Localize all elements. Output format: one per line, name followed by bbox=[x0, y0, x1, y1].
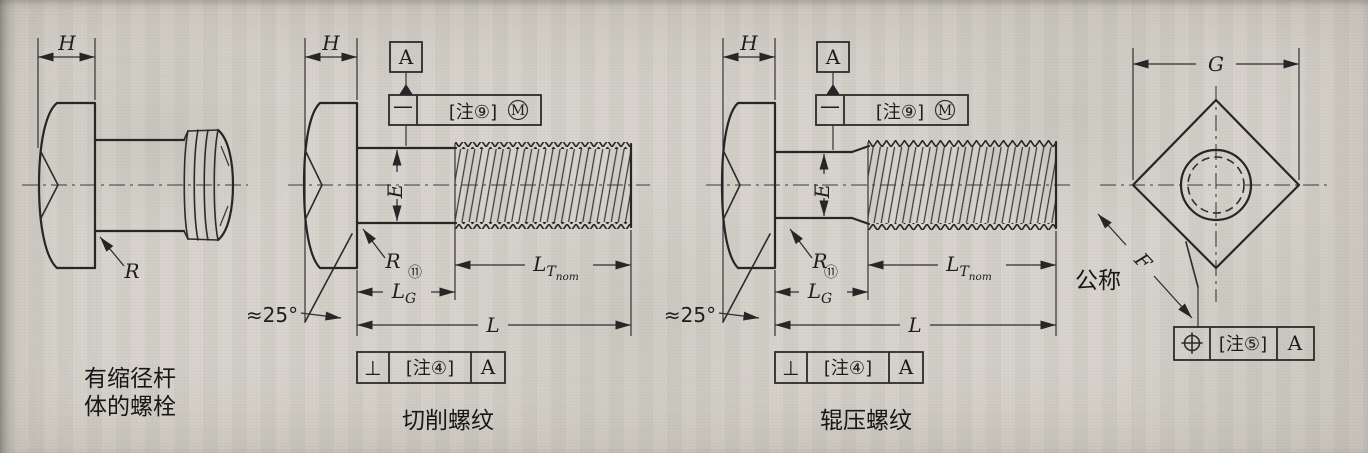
angle-25-arrow bbox=[300, 311, 342, 321]
figure-rolled-thread-bolt: H ≈25° A — [注⑨] M E bbox=[664, 31, 1072, 434]
bolt-head-outline bbox=[302, 101, 359, 270]
figure-square-head-end-view: G F 公称 [注⑤] A bbox=[1075, 48, 1332, 361]
fcf-straightness: — [注⑨] M bbox=[388, 94, 542, 126]
rolled-thread-section bbox=[850, 140, 1058, 300]
straightness-symbol-icon: — bbox=[393, 94, 413, 118]
mmc-circle-icon bbox=[507, 99, 529, 121]
dim-label-R: R bbox=[811, 249, 827, 273]
caption-reduced-shank-2: 体的螺栓 bbox=[84, 394, 176, 420]
dim-label-H: H bbox=[739, 31, 758, 55]
bolt-head-outline bbox=[720, 101, 777, 270]
shank-circle bbox=[1179, 148, 1253, 222]
dim-label-R: R bbox=[123, 259, 139, 283]
datum-flag-label: A bbox=[398, 45, 414, 69]
leader-R bbox=[362, 228, 386, 259]
dim-label-E: E bbox=[383, 183, 407, 199]
head-chamfer-cone bbox=[305, 151, 323, 219]
perpendicularity-symbol-icon: ⊥ bbox=[782, 356, 799, 380]
dim-label-LG: LG bbox=[807, 279, 832, 307]
angle-25-label: ≈25° bbox=[246, 303, 298, 327]
datum-triangle-icon bbox=[826, 84, 840, 95]
thread-circle-dashed bbox=[1187, 156, 1245, 214]
dim-label-R: R bbox=[384, 249, 400, 273]
fcf-note-4: [注④] bbox=[406, 358, 454, 379]
fcf-straightness: — [注⑨] M bbox=[815, 94, 969, 126]
dim-label-E: E bbox=[810, 183, 834, 199]
mmc-circle-icon bbox=[934, 99, 956, 121]
angle-25-line bbox=[304, 233, 353, 323]
fcf-position: [注⑤] A bbox=[1173, 326, 1315, 361]
thread-runout-top bbox=[850, 144, 871, 154]
fcf-perpendicularity: ⊥ [注④] A bbox=[356, 351, 506, 384]
head-chamfer-cone bbox=[723, 151, 741, 219]
fcf-datum-ref: A bbox=[1287, 331, 1303, 355]
dim-label-H: H bbox=[321, 31, 340, 55]
fcf-datum-ref: A bbox=[898, 355, 914, 379]
figure-cut-thread-bolt: H ≈25° A — [注⑨] M E bbox=[246, 31, 650, 434]
label-nominal: 公称 bbox=[1075, 268, 1121, 294]
dim-label-LG-note11: ⑪ bbox=[408, 265, 422, 281]
angle-25-arrow bbox=[718, 311, 760, 321]
datum-flag-label: A bbox=[825, 45, 841, 69]
dim-label-F: F bbox=[1129, 247, 1157, 275]
dim-label-LG: LG bbox=[391, 279, 416, 307]
thread-runout-bottom bbox=[850, 216, 871, 226]
dim-label-LG-note11: ⑪ bbox=[824, 265, 838, 281]
square-head-outline bbox=[1131, 98, 1301, 270]
caption-reduced-shank-1: 有缩径杆 bbox=[84, 366, 176, 392]
straightness-symbol-icon: — bbox=[820, 94, 840, 118]
figure-reduced-shank-bolt: H R 有缩径杆 体的螺栓 bbox=[22, 31, 248, 420]
dim-line-F-lower bbox=[1153, 275, 1193, 319]
dim-label-L: L bbox=[485, 313, 499, 337]
mmc-modifier: M bbox=[938, 103, 952, 119]
fcf-note-5: [注⑤] bbox=[1219, 334, 1267, 355]
caption-cut-thread: 切削螺纹 bbox=[402, 408, 494, 434]
thread-end-coils bbox=[183, 128, 235, 242]
dim-line-F-upper bbox=[1097, 213, 1127, 246]
dim-label-LT: LTnom bbox=[532, 252, 579, 283]
fcf-note-9: [注⑨] bbox=[449, 102, 497, 123]
angle-25-label: ≈25° bbox=[664, 303, 716, 327]
mmc-modifier: M bbox=[511, 103, 525, 119]
datum-triangle-icon bbox=[399, 84, 413, 95]
head-chamfer-cone bbox=[40, 151, 59, 219]
dim-label-LT: LTnom bbox=[945, 252, 992, 283]
cut-thread-section bbox=[454, 142, 633, 300]
angle-25-line bbox=[722, 233, 771, 323]
fcf-note-4: [注④] bbox=[824, 358, 872, 379]
fcf-note-9: [注⑨] bbox=[876, 102, 924, 123]
dim-label-G: G bbox=[1208, 52, 1224, 76]
dim-label-L: L bbox=[907, 313, 921, 337]
position-symbol-icon bbox=[1181, 332, 1203, 354]
perpendicularity-symbol-icon: ⊥ bbox=[364, 356, 381, 380]
dim-label-H: H bbox=[57, 31, 76, 55]
fcf-datum-ref: A bbox=[480, 355, 496, 379]
corner-chamfer bbox=[1185, 241, 1199, 288]
leader-R bbox=[789, 228, 813, 259]
bolt-head-outline bbox=[37, 101, 97, 270]
fcf-perpendicularity: ⊥ [注④] A bbox=[774, 351, 924, 384]
caption-rolled-thread: 辊压螺纹 bbox=[820, 408, 912, 434]
leader-R bbox=[99, 236, 125, 267]
